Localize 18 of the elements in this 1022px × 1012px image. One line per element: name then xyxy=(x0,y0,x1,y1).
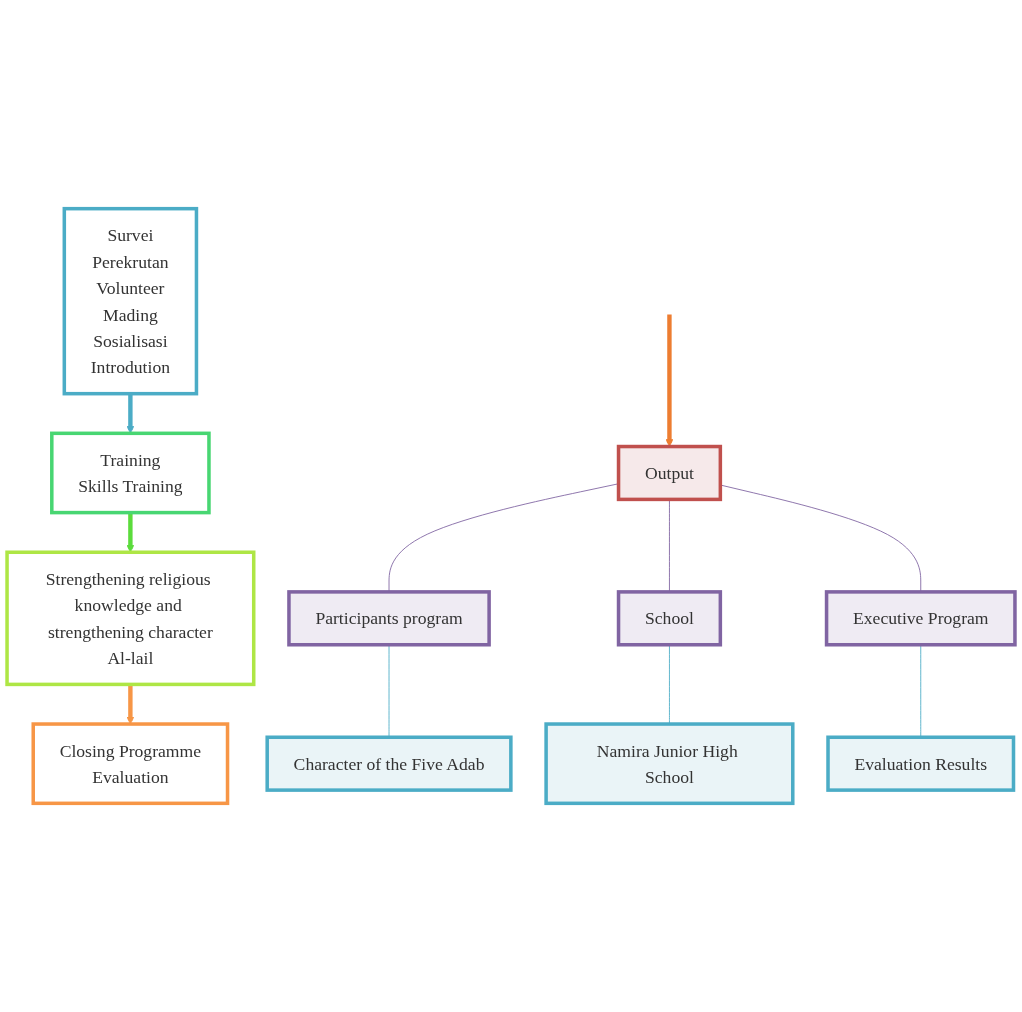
node-box: Strengthening religious knowledge and strengthening character Al-lail xyxy=(5,550,256,687)
node-box: Training Skills Training xyxy=(50,431,211,515)
connector xyxy=(388,644,390,738)
node-box: Output xyxy=(616,444,723,502)
arrow xyxy=(126,393,135,434)
node-box: Survei Perekrutan Volunteer Mading Sosialisasi Introdution xyxy=(62,206,199,396)
arrow xyxy=(126,684,135,725)
connector xyxy=(669,644,670,725)
node-box: Participants program xyxy=(287,590,491,647)
node-box: Executive Program xyxy=(824,590,1017,647)
arrow xyxy=(665,314,674,447)
arrow xyxy=(126,512,135,553)
node-box: Evaluation Results xyxy=(826,735,1016,792)
connector xyxy=(920,644,922,738)
node-box: Namira Junior High School xyxy=(544,722,795,806)
node-box: Closing Programme Evaluation xyxy=(31,722,230,806)
node-box: School xyxy=(616,590,723,647)
node-box: Character of the Five Adab xyxy=(265,735,513,792)
